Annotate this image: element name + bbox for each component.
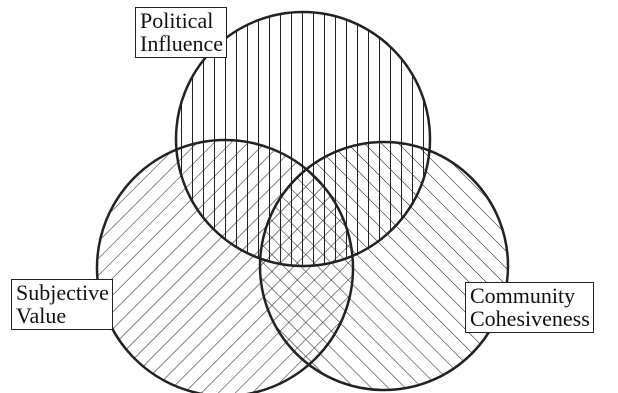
subjective-value-circle xyxy=(95,138,355,393)
community-cohesiveness-circle xyxy=(258,140,510,392)
political-influence-circle xyxy=(174,10,432,268)
subjective-value-label-line-2: Value xyxy=(16,303,67,328)
subjective-value-label-line-1: Subjective xyxy=(16,280,109,305)
political-influence-label-line-2: Influence xyxy=(140,31,224,56)
subjective-value-label: Subjective Value xyxy=(11,279,113,330)
political-influence-label: Political Influence xyxy=(135,7,228,58)
community-cohesiveness-label-line-1: Community xyxy=(470,283,576,308)
community-cohesiveness-label-line-2: Cohesiveness xyxy=(470,306,590,331)
community-cohesiveness-fill xyxy=(260,142,508,390)
community-cohesiveness-label: Community Cohesiveness xyxy=(465,282,594,333)
political-influence-label-line-1: Political xyxy=(140,8,214,33)
